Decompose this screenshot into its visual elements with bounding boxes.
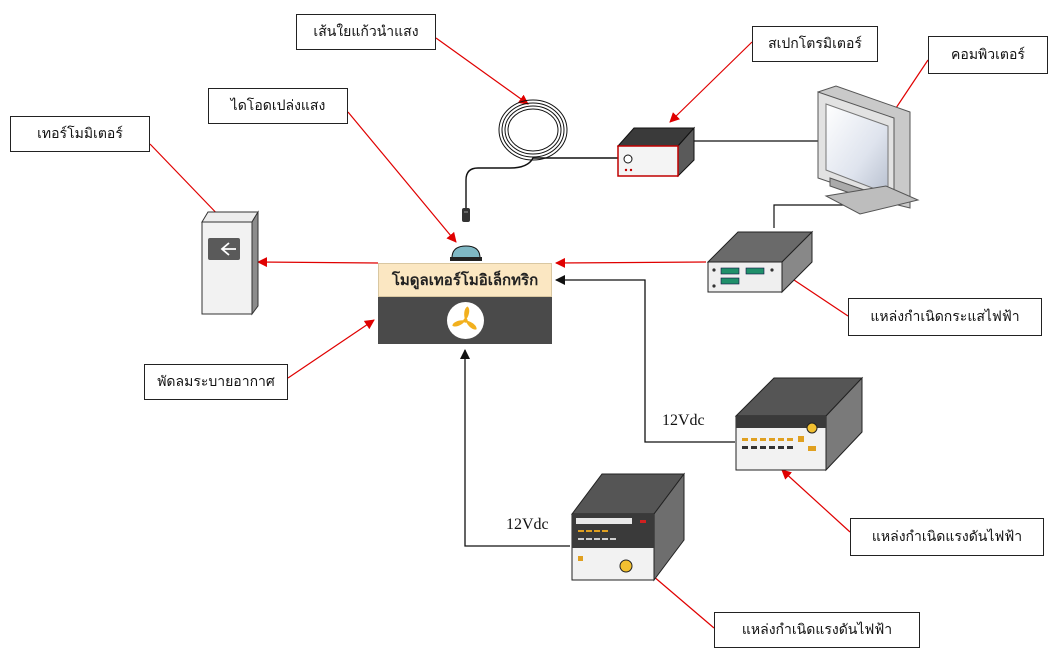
label-voltage-source-bottom: แหล่งกำเนิดแรงดันไฟฟ้า [714,612,920,648]
callout-photodiode [347,111,457,243]
led-dome [450,245,482,261]
voltage-label-right: 12Vdc [662,412,705,429]
fiber-coil [498,99,568,161]
callout-spectrometer [669,41,753,123]
label-photodiode: ไดโอดเปล่งแสง [208,88,348,124]
module-to-thermometer-arrow [257,257,379,268]
callout-thermometer [149,143,226,223]
thermometer-device [201,210,259,316]
voltage-source-right-device [734,376,864,472]
label-current-source: แหล่งกำเนิดกระแสไฟฟ้า [848,298,1042,336]
fan-icon [447,302,484,339]
callout-voltage-right [781,469,851,533]
computer-monitor [817,85,920,215]
voltage-source-bottom-device [571,472,685,582]
callout-fiber [435,37,529,105]
current-to-module-arrow [555,257,707,268]
label-computer: คอมพิวเตอร์ [928,36,1048,74]
current-source-device [706,230,814,294]
module-title: โมดูลเทอร์โมอิเล็กทริก [378,263,552,297]
label-optical-fiber: เส้นใยแก้วนำแสง [296,14,436,50]
label-voltage-source-right: แหล่งกำเนิดแรงดันไฟฟ้า [850,518,1044,556]
voltage-label-bottom: 12Vdc [506,516,549,533]
fiber-cable [465,157,618,210]
callout-fan [287,319,375,379]
callout-voltage-bottom [645,569,715,629]
voltage-bottom-wire [460,349,570,547]
label-fan: พัดลมระบายอากาศ [144,364,288,400]
label-thermometer: เทอร์โมมิเตอร์ [10,116,150,152]
label-spectrometer: สเปกโตรมิเตอร์ [752,26,878,62]
fiber-probe [462,208,470,222]
spectrometer-device [616,126,696,178]
voltage-right-wire [555,275,735,443]
